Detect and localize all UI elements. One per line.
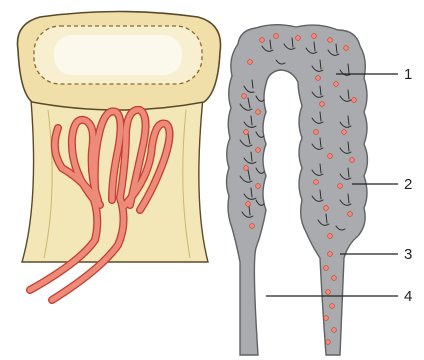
callout-label-4: 4: [404, 288, 412, 305]
callout-label-1: 1: [404, 66, 412, 83]
callout-label-3: 3: [404, 246, 412, 263]
callout-label-2: 2: [404, 176, 412, 193]
cap-center: [54, 35, 182, 75]
bone-illustration: [17, 12, 220, 301]
